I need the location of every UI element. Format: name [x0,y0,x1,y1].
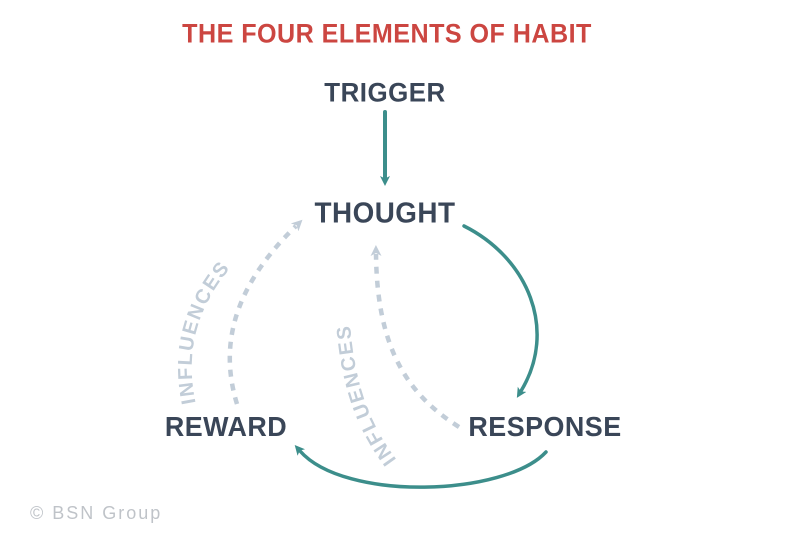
response-influences-thought-arrow [370,245,461,429]
node-response: RESPONSE [468,411,622,442]
node-thought: THOUGHT [314,197,456,230]
reward-influences-thought-arrow [227,219,303,405]
thought-to-response-arrow [462,224,539,398]
node-trigger: TRIGGER [324,77,446,108]
influences-label-middle: INFLUENCES [333,323,401,469]
page-title: THE FOUR ELEMENTS OF HABIT [182,18,592,49]
watermark: © BSN Group [30,503,163,523]
influences-label-left: INFLUENCES [175,257,235,406]
node-reward: REWARD [164,411,288,442]
response-to-reward-arrow [294,445,548,489]
